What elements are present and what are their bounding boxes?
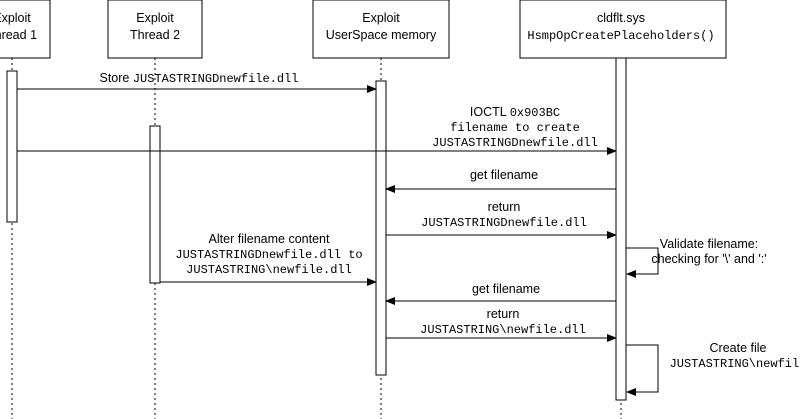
message-label-segment: JUSTASTRING\newfile: [670, 357, 800, 371]
message-label: Store JUSTASTRINGDnewfile.dll: [100, 71, 299, 86]
message-label-segment: Validate filename:: [660, 237, 758, 251]
message-label: JUSTASTRINGDnewfile.dll: [421, 216, 587, 230]
message-label: JUSTASTRINGDnewfile.dll: [432, 136, 598, 150]
message-label: filename to create: [450, 121, 580, 135]
message-label-segment: Alter filename content: [209, 232, 330, 246]
message-label: get filename: [472, 282, 540, 296]
message-label: JUSTASTRING\newfile: [670, 357, 800, 371]
participant-label: Exploit: [136, 11, 174, 25]
message-6: Validate filename:checking for '\' and '…: [626, 237, 767, 278]
message-label: JUSTASTRING\newfile.dll: [186, 263, 352, 277]
message-label-segment: filename to create: [450, 121, 580, 135]
message-label-segment: JUSTASTRINGDnewfile.dll: [432, 136, 598, 150]
participant-label: HsmpOpCreatePlaceholders(): [527, 29, 714, 43]
message-label: Alter filename content: [209, 232, 330, 246]
message-label: JUSTASTRING\newfile.dll: [420, 323, 586, 337]
participant-label: Exploit: [362, 11, 400, 25]
self-message-arrow: [626, 247, 659, 278]
message-label-segment: get filename: [470, 168, 538, 182]
message-label-segment: JUSTASTRINGDnewfile.dll: [133, 72, 299, 86]
activation-bar-t2: [149, 125, 161, 284]
message-label-segment: JUSTASTRINGDnewfile.dll: [421, 216, 587, 230]
activation-bar-drv: [615, 57, 627, 401]
message-label: checking for '\' and ':': [651, 252, 766, 266]
message-label: return: [488, 200, 521, 214]
message-label: IOCTL 0x903BC: [470, 105, 560, 120]
message-label-segment: return: [487, 307, 520, 321]
message-label-segment: JUSTASTRING\newfile.dll: [186, 263, 352, 277]
activation-bar-t1: [6, 70, 18, 223]
message-label: Create file: [710, 341, 767, 355]
message-label: JUSTASTRINGDnewfile.dll to: [175, 248, 362, 262]
message-label-segment: JUSTASTRING\newfile.dll: [420, 323, 586, 337]
participant-box: [312, 0, 450, 59]
participant-box: [519, 0, 727, 59]
message-label-segment: get filename: [472, 282, 540, 296]
message-1: Store JUSTASTRINGDnewfile.dll: [17, 71, 377, 93]
participant-box: [107, 0, 203, 59]
participant-label: cldflt.sys: [597, 11, 645, 25]
participant-label: UserSpace memory: [326, 28, 437, 42]
message-label-segment: Store: [100, 71, 133, 85]
message-7: get filename: [385, 282, 616, 305]
message-label-segment: return: [488, 200, 521, 214]
message-3: get filename: [385, 168, 616, 193]
participant-label: Thread 2: [130, 28, 180, 42]
message-label-segment: JUSTASTRINGDnewfile.dll to: [175, 248, 362, 262]
message-label: return: [487, 307, 520, 321]
participant-box: [0, 0, 51, 59]
participant-label: Exploit: [0, 11, 31, 25]
message-label-segment: Create file: [710, 341, 767, 355]
message-label-segment: checking for '\' and ':': [651, 252, 766, 266]
participant-label: Thread 1: [0, 28, 37, 42]
message-label: get filename: [470, 168, 538, 182]
activation-bar-mem: [375, 80, 387, 376]
message-5: Alter filename contentJUSTASTRINGDnewfil…: [160, 232, 377, 286]
message-label-segment: 0x903BC: [510, 106, 560, 120]
self-message-arrow: [626, 344, 659, 396]
message-label-segment: IOCTL: [470, 105, 510, 119]
message-label: Validate filename:: [660, 237, 758, 251]
